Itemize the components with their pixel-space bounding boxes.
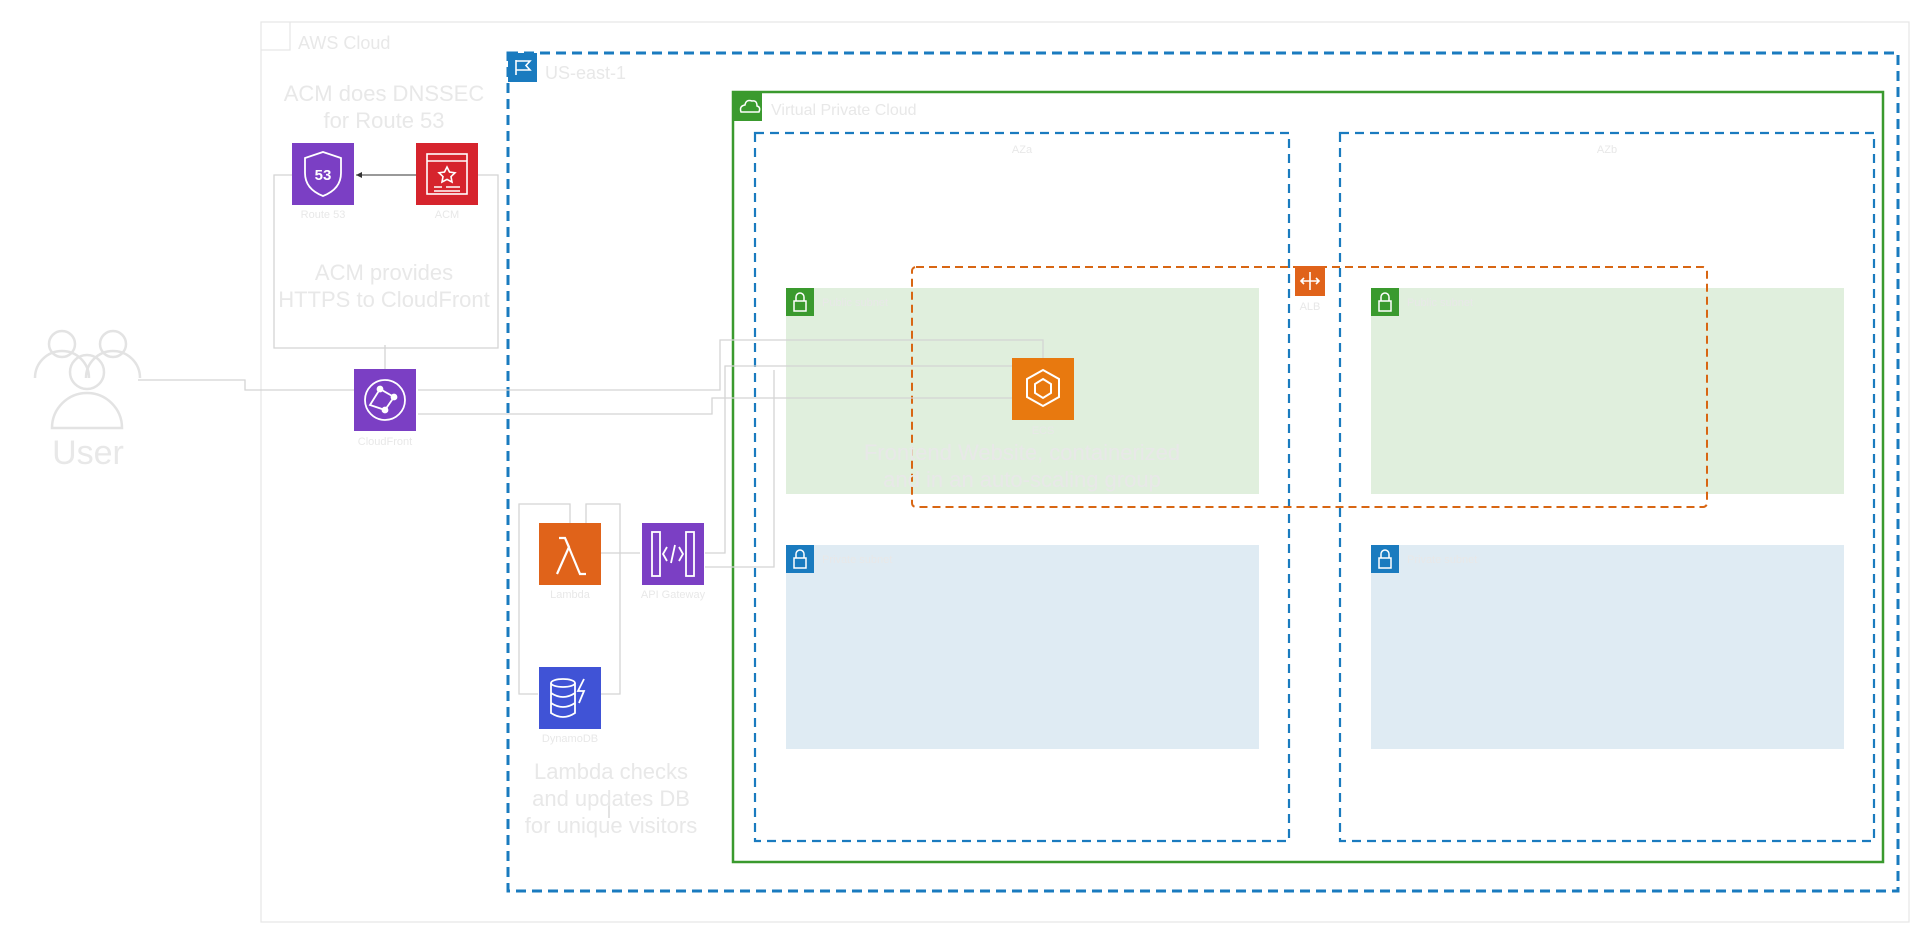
frontend-note-line2: and in an auto-scaling group [883,467,1161,492]
private-subnet-a [786,545,1259,749]
lambda-label: Lambda [550,589,591,601]
private-subnet-a-lock-icon [786,545,814,573]
public-subnet-b-lock-icon [1371,288,1399,316]
public-subnet-a-lock-icon [786,288,814,316]
lambda-icon [539,523,601,585]
connector-cloudfront-ecs-upper [418,339,1044,391]
public-subnet-b [1371,288,1844,494]
private-subnet-b [1371,545,1844,749]
aws-cloud-label: AWS Cloud [298,33,390,53]
region-flag-icon [508,53,537,82]
connector-lambda-dynamodb [585,503,621,695]
connector-apigw-private [705,370,775,568]
certificate-manager-icon [416,143,478,205]
private-subnet-b-label: Private subnet [1407,554,1477,566]
dynamodb-label: DynamoDB [542,733,598,745]
aws-cloud-group [260,21,1910,923]
route53-icon [292,143,354,205]
lambda-note-line2: and updates DB [532,786,690,811]
api-gateway-label: API Gateway [641,589,706,601]
public-subnet-b-label: Public subnet [1407,297,1473,309]
acm-https-note-line2: HTTPS to CloudFront [278,287,490,312]
region-label: US-east-1 [545,63,626,83]
ecs-label: ECS [1032,425,1055,437]
acm-dnssec-note-line1: ACM does DNSSEC [284,81,485,106]
availability-zone-b [1338,131,1876,843]
connector-apigw-ecs [705,365,1012,554]
svg-text:53: 53 [315,167,332,184]
acm-dnssec-note-line2: for Route 53 [323,108,444,133]
lambda-note-line1: Lambda checks [534,759,688,784]
acm-label: ACM [435,209,459,221]
load-balancer-label: ALB [1300,301,1321,313]
public-subnet-a-label: Public subnet [822,297,888,309]
connector-cloudfront-ecs-lower [418,397,1012,415]
private-subnet-b-lock-icon [1371,545,1399,573]
connector-user-cloudfront [138,379,354,391]
vpc-group [731,90,1885,864]
frontend-note-line1: Frontend Website, containerized [864,440,1180,465]
availability-zone-a-label: AZa [1012,144,1033,156]
user-group-icon [33,329,142,430]
dynamodb-icon [539,667,601,729]
route53-label: Route 53 [301,209,346,221]
region-group [506,51,1900,893]
cloudfront-label: CloudFront [358,436,412,448]
private-subnet-a-label: Private subnet [822,554,892,566]
cloudfront-icon [354,369,416,431]
availability-zone-b-label: AZb [1597,144,1617,156]
connector-lambda-loop [518,503,571,695]
user-label: User [52,434,124,472]
aws-cloud-icon [261,22,291,51]
acm-https-note-line1: ACM provides [315,260,453,285]
ecs-icon [1012,358,1074,420]
lambda-note-line3: for unique visitors [525,813,697,838]
connector-acm-group [273,174,499,349]
vpc-label: Virtual Private Cloud [771,102,917,119]
availability-zone-a [753,131,1291,843]
